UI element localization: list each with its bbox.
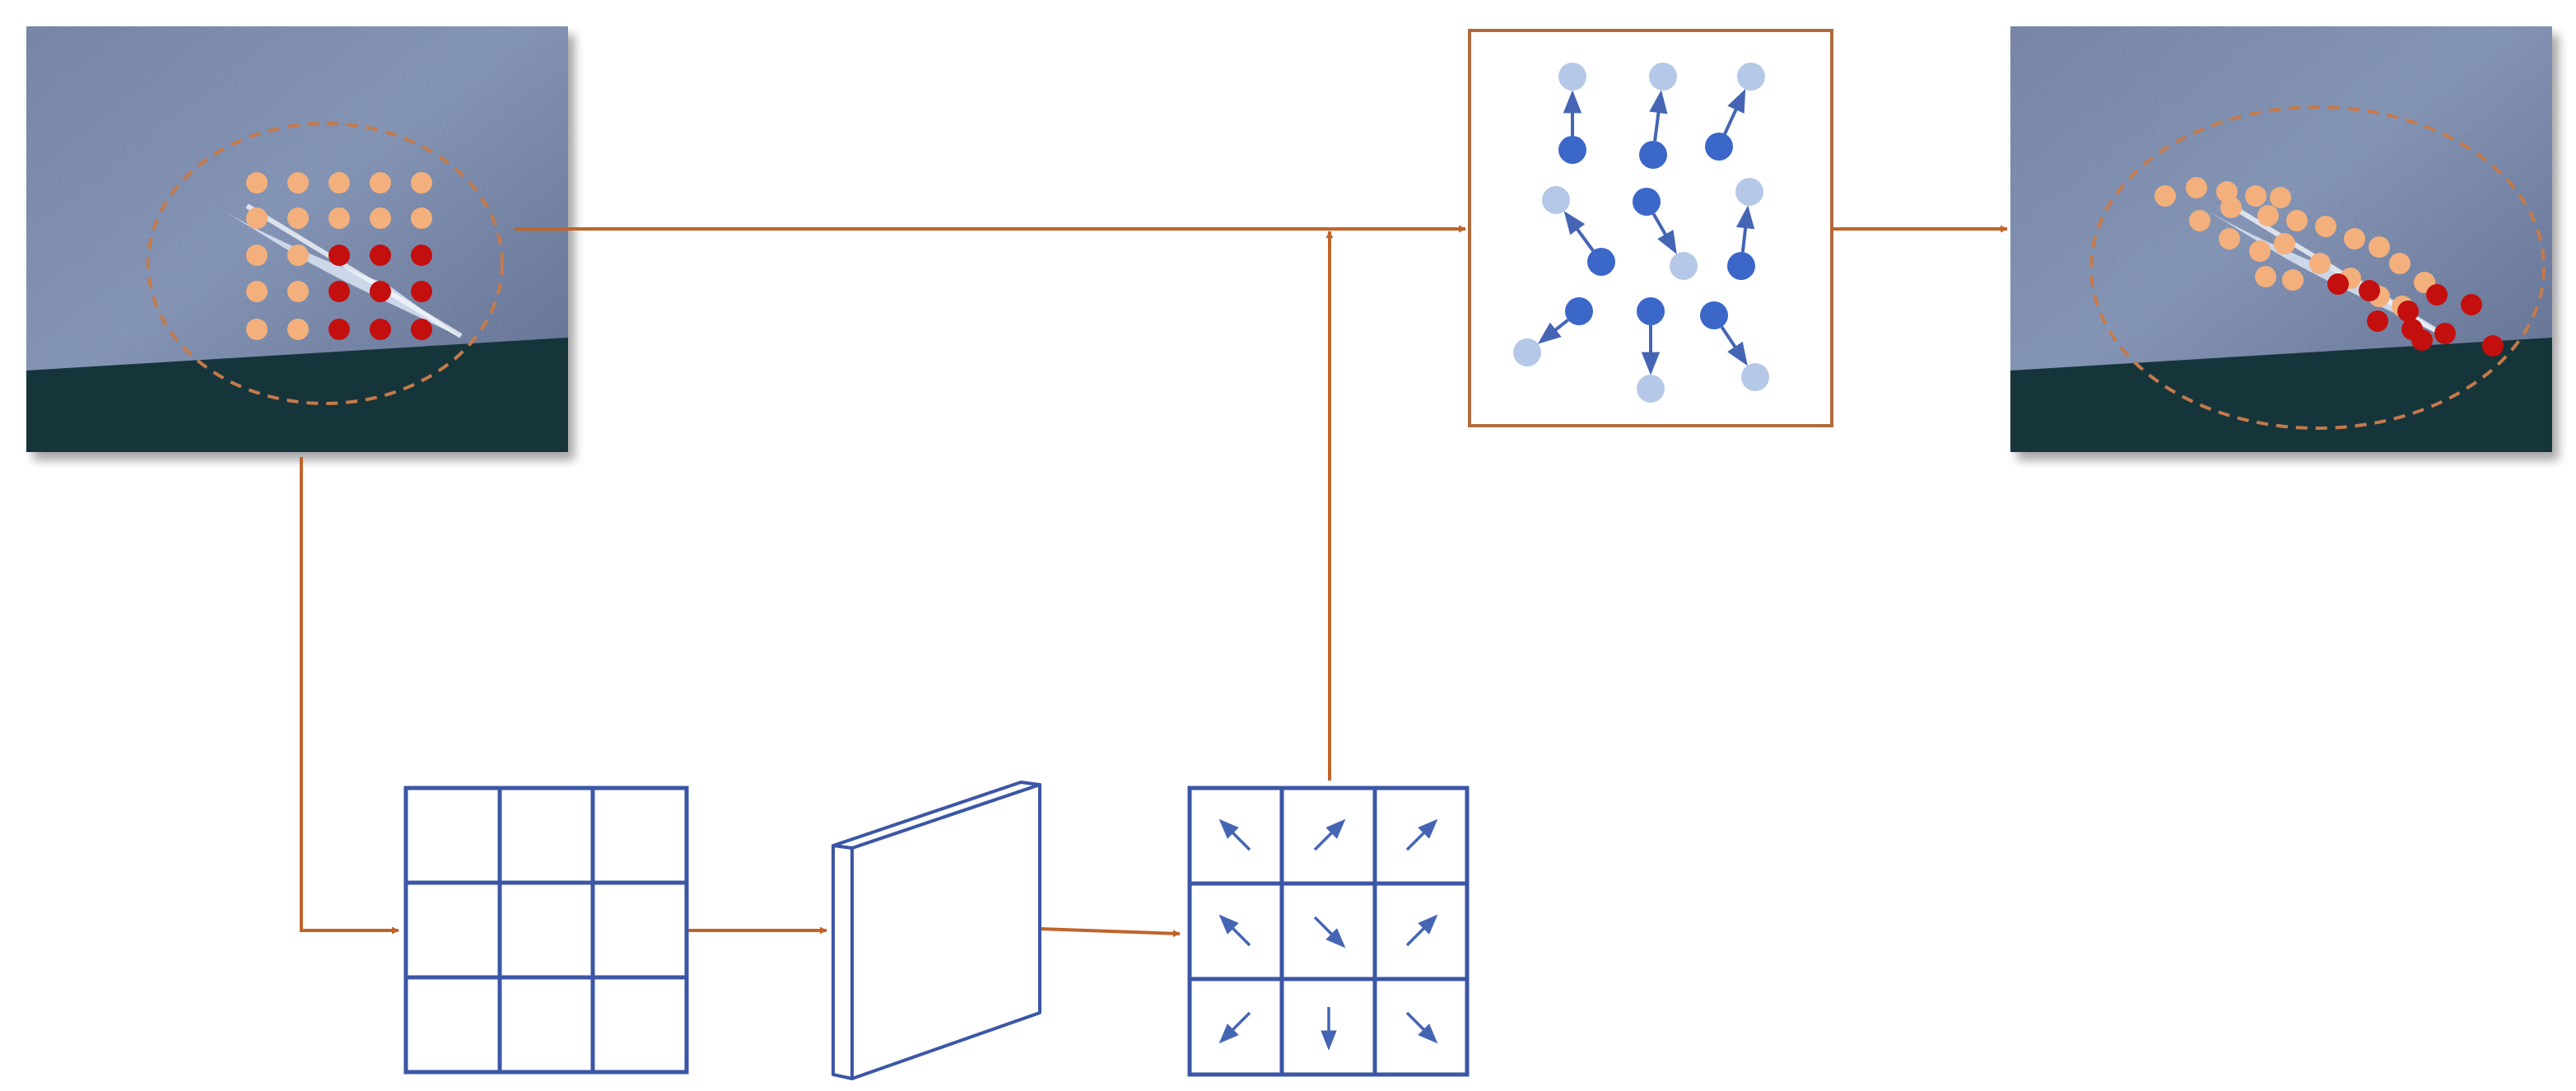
offset-field-arrow-down-right <box>1313 916 1346 949</box>
offset-arrow <box>1649 90 1668 142</box>
offset-target-point <box>1741 363 1769 391</box>
base-point <box>1727 252 1755 280</box>
deformed-point-orange <box>2274 233 2295 254</box>
offset-field-arrow-up-left <box>1218 818 1251 851</box>
deformed-point-orange <box>2369 236 2390 258</box>
deformed-sampling-points <box>2154 177 2504 357</box>
offset-target-point <box>1670 252 1698 280</box>
offset-target-point <box>1542 186 1570 214</box>
sample-point-red <box>411 319 432 340</box>
deformed-point-orange <box>2220 197 2242 218</box>
deformed-point-orange <box>2315 216 2336 237</box>
regular-sampling-grid <box>246 172 432 340</box>
deformed-point-red <box>2411 329 2433 351</box>
output-region-ellipse <box>2089 105 2546 430</box>
deformed-point-red <box>2327 273 2349 295</box>
sample-point-orange <box>246 172 268 193</box>
sample-point-orange <box>370 207 391 229</box>
sample-point-red <box>370 245 391 266</box>
input-region-ellipse <box>147 122 504 405</box>
offset-field-arrow-down-right <box>1405 1011 1438 1044</box>
offset-field-arrow-up-left <box>1218 914 1251 947</box>
sample-point-red <box>328 319 350 340</box>
sample-point-orange <box>328 207 350 229</box>
offset-target-point <box>1637 375 1665 403</box>
base-point <box>1587 248 1615 276</box>
deformed-point-orange <box>2186 177 2207 198</box>
input-to-kernel-arrow <box>300 457 399 935</box>
sample-point-red <box>370 281 391 302</box>
offset-field-arrow-up-right <box>1405 914 1438 947</box>
offset-target-point <box>1558 63 1586 91</box>
sample-point-orange <box>370 172 391 193</box>
deformed-point-orange <box>2282 269 2303 291</box>
base-point <box>1639 141 1667 169</box>
offset-arrow <box>1651 212 1677 254</box>
base-point <box>1705 133 1733 161</box>
base-point <box>1565 297 1593 325</box>
offset-arrow <box>1537 319 1569 344</box>
convolution-layer <box>831 781 1041 1080</box>
deformed-point-orange <box>2255 266 2276 287</box>
sample-point-orange <box>287 281 309 302</box>
base-point <box>1558 136 1586 164</box>
deformed-point-orange <box>2219 228 2240 249</box>
offset-target-point <box>1513 338 1541 366</box>
sample-point-orange <box>287 245 309 266</box>
deformed-point-red <box>2426 284 2448 305</box>
conv-to-offset-field-arrow <box>1039 927 1181 938</box>
offset-field-arrow-down-left <box>1218 1011 1251 1044</box>
offset-field-arrow-up-right <box>1313 818 1346 851</box>
offset-arrow <box>1735 205 1755 253</box>
sample-point-orange <box>246 319 268 340</box>
deformed-point-orange <box>2270 187 2291 208</box>
deformed-point-red <box>2461 294 2482 315</box>
deformed-point-red <box>2359 280 2380 301</box>
sample-point-red <box>328 245 350 266</box>
deformed-point-orange <box>2257 205 2279 226</box>
deformed-point-orange <box>2189 210 2210 231</box>
deformed-point-orange <box>2389 253 2411 274</box>
offset-arrow <box>1723 88 1746 135</box>
deformed-point-red <box>2482 335 2504 357</box>
sample-point-red <box>328 281 350 302</box>
point-offset-illustration <box>1513 63 1769 403</box>
deformed-point-red <box>2397 301 2419 322</box>
sample-point-orange <box>287 172 309 193</box>
deformed-point-red <box>2367 310 2388 332</box>
offset-target-point <box>1737 63 1765 91</box>
sample-point-red <box>411 245 432 266</box>
sample-point-orange <box>246 281 268 302</box>
deformed-point-orange <box>2309 253 2331 274</box>
sample-point-orange <box>246 207 268 229</box>
sample-point-orange <box>287 207 309 229</box>
sample-point-orange <box>246 245 268 266</box>
base-point <box>1700 301 1728 329</box>
offset-field-arrows <box>1218 818 1438 1051</box>
sample-point-orange <box>411 172 432 193</box>
sample-point-orange <box>287 319 309 340</box>
sample-point-red <box>370 319 391 340</box>
offset-arrow <box>1563 211 1595 252</box>
sample-point-red <box>411 281 432 302</box>
offset-target-point <box>1649 63 1677 91</box>
sample-point-orange <box>328 172 350 193</box>
deformed-point-orange <box>2344 228 2365 249</box>
convolution-kernel-grid <box>403 786 689 1075</box>
sample-point-orange <box>411 207 432 229</box>
deformed-point-orange <box>2286 210 2308 231</box>
deformed-point-orange <box>2245 185 2266 207</box>
base-point <box>1633 188 1661 216</box>
offset-target-point <box>1735 178 1763 206</box>
base-point <box>1637 297 1665 325</box>
offset-field-arrow-up-right <box>1405 818 1438 851</box>
deformed-point-orange <box>2154 185 2176 207</box>
deformed-point-orange <box>2249 240 2271 262</box>
offset-arrow <box>1720 326 1748 366</box>
deformed-point-red <box>2434 323 2456 344</box>
input-crack-image <box>26 26 568 452</box>
